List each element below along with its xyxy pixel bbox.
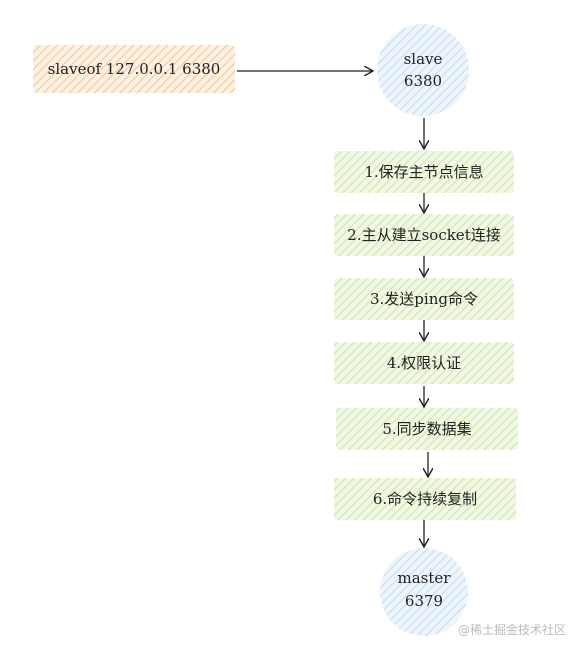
step-6-label: 6.命令持续复制 — [373, 490, 477, 508]
step-5: 5.同步数据集 — [336, 408, 518, 450]
step-5-label: 5.同步数据集 — [382, 420, 471, 438]
step-3: 3.发送ping命令 — [334, 278, 514, 320]
step-2: 2.主从建立socket连接 — [334, 214, 514, 256]
watermark: @稀土掘金技术社区 — [458, 622, 566, 637]
step-1: 1.保存主节点信息 — [334, 151, 514, 193]
slaveof-command-box: slaveof 127.0.0.1 6380 — [33, 45, 235, 93]
step-1-label: 1.保存主节点信息 — [364, 163, 483, 181]
step-4-label: 4.权限认证 — [387, 354, 461, 372]
slave-node-port: 6380 — [404, 72, 442, 90]
slave-node-title: slave — [404, 50, 443, 68]
slaveof-command-label: slaveof 127.0.0.1 6380 — [48, 60, 221, 78]
master-node-port: 6379 — [405, 592, 443, 610]
master-node: master 6379 — [380, 548, 468, 636]
step-6: 6.命令持续复制 — [334, 478, 516, 520]
master-node-title: master — [398, 569, 452, 587]
step-4: 4.权限认证 — [334, 342, 514, 384]
step-3-label: 3.发送ping命令 — [370, 290, 478, 308]
step-2-label: 2.主从建立socket连接 — [347, 226, 500, 244]
slave-node: slave 6380 — [377, 24, 469, 116]
